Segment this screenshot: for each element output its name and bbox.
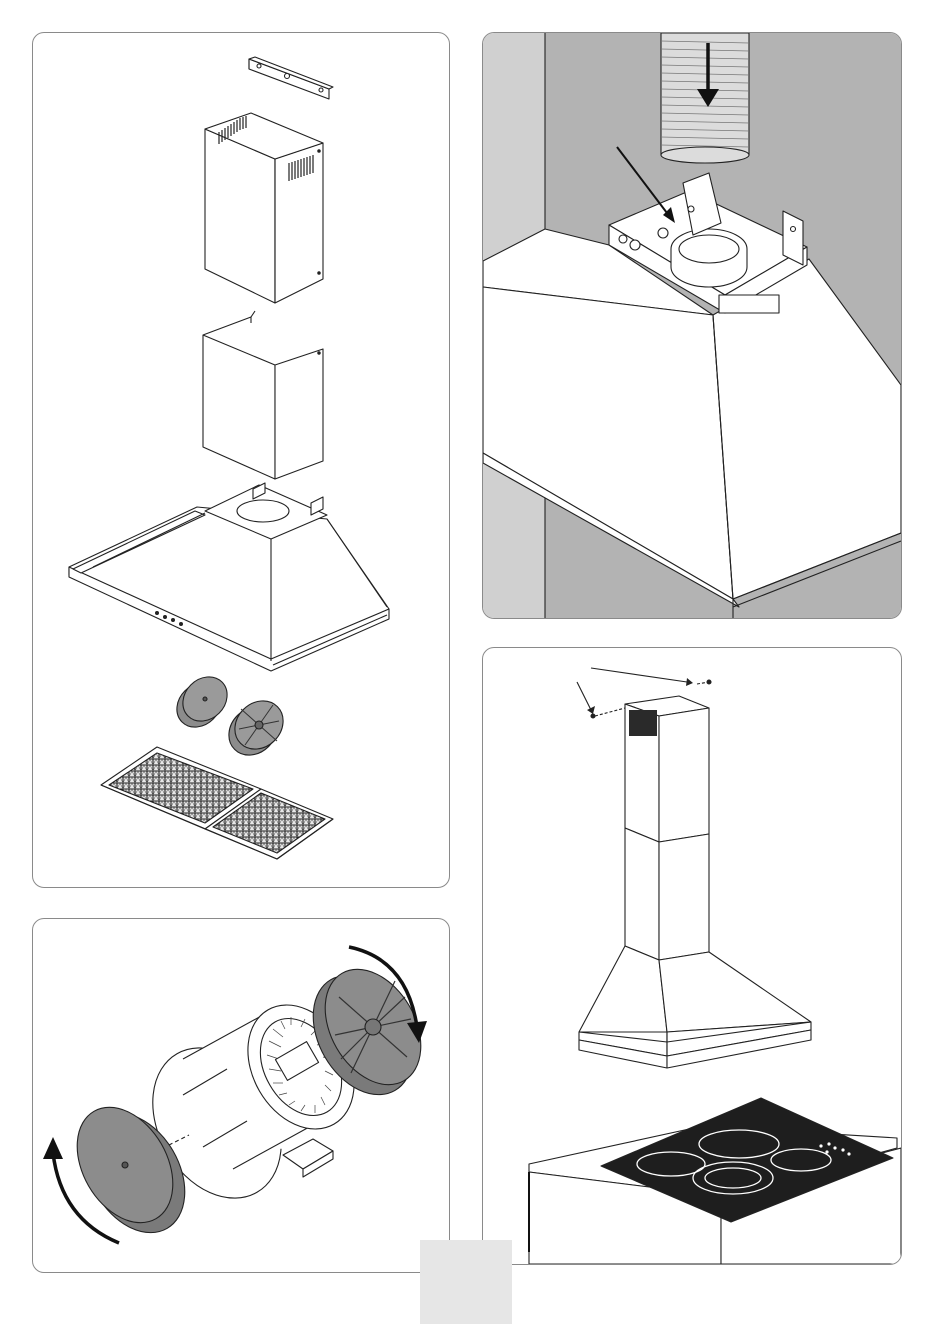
lower-chimney-icon <box>203 311 323 479</box>
grease-filter-icon <box>101 747 333 859</box>
wall-bracket-icon <box>249 57 333 99</box>
page-tab <box>420 1240 512 1324</box>
duct-installation-illustration <box>483 33 901 618</box>
carbon-filter-fitting-illustration <box>33 919 449 1272</box>
hood-body-icon <box>579 946 811 1068</box>
upper-chimney-icon <box>205 113 323 303</box>
hood-body-icon <box>69 483 389 671</box>
hob-icon <box>529 1098 901 1264</box>
components-illustration <box>33 33 449 887</box>
chimney-screw-fixing-illustration <box>483 648 901 1264</box>
components-panel <box>32 32 450 888</box>
carbon-filter-fitting-panel <box>32 918 450 1273</box>
chimney-icon <box>625 696 709 960</box>
duct-installation-panel <box>482 32 902 619</box>
carbon-filter-icon <box>168 668 293 765</box>
chimney-screw-fixing-panel <box>482 647 902 1265</box>
